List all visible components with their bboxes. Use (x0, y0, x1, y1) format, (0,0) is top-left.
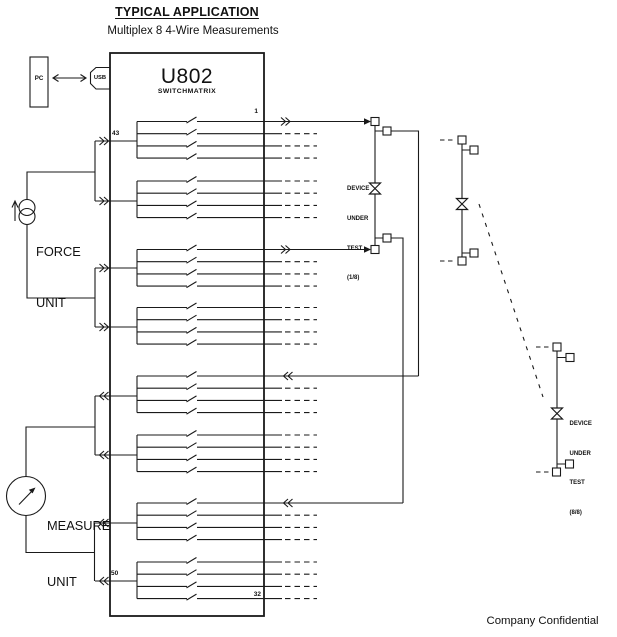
switch-rows (95, 116, 419, 601)
terminal-square (469, 248, 479, 258)
terminal-square (552, 342, 562, 352)
terminal-square (382, 126, 392, 136)
page-title: TYPICAL APPLICATION (115, 5, 259, 19)
pc-label: PC (34, 74, 44, 82)
port-label-32: 32 (253, 591, 261, 598)
port-label-43: 43 (112, 130, 120, 137)
dut-1 (364, 116, 420, 503)
dut-ellipsis-diagonal (478, 203, 544, 398)
dut1-sense-top-wire (375, 130, 420, 376)
meter-needle-icon (18, 489, 34, 505)
arrowhead-icon (364, 246, 371, 253)
dut-8 (536, 342, 575, 477)
dut-element-icon (550, 407, 564, 420)
measure-unit-symbol (5, 426, 95, 554)
terminal-square (457, 256, 467, 266)
unconnected-row-dashes (285, 133, 317, 600)
port-label-50: 50 (111, 570, 119, 577)
terminal-square (457, 135, 467, 145)
dut-2 (440, 135, 479, 266)
switch-row-wires (95, 116, 419, 601)
current-arrow-icon (11, 199, 19, 221)
arrowhead-icon (364, 118, 371, 125)
pc-usb-link (29, 56, 111, 108)
terminal-square (382, 233, 392, 243)
ghost-dashes (536, 346, 549, 473)
page-subtitle: Multiplex 8 4-Wire Measurements (107, 25, 279, 37)
dut1-sense-bottom-wire (375, 237, 404, 503)
dut-8-label: DEVICE UNDER TEST (8/8) (569, 420, 592, 516)
input-buses (93, 141, 96, 581)
usb-connector (89, 66, 111, 90)
usb-label: USB (93, 75, 107, 81)
double-arrow-icon (51, 74, 88, 82)
ghost-dashes (440, 139, 453, 262)
pc-box (29, 56, 49, 108)
footer-text: Company Confidential FixYourBoard.com, L… (486, 614, 599, 627)
chevron-connector-icon (98, 117, 293, 586)
force-unit-symbol (11, 171, 95, 299)
force-unit-label: FORCE UNIT (36, 244, 81, 310)
device-name: U802 (160, 65, 214, 88)
dut-1-label: DEVICE UNDER TEST (1/8) (347, 186, 370, 282)
dut-element-icon (455, 197, 469, 211)
force-wires (26, 171, 95, 299)
terminal-square (370, 244, 380, 255)
u802-box (109, 52, 265, 617)
dut-element-icon (368, 182, 382, 195)
terminal-square (565, 352, 575, 363)
measure-wires (25, 426, 95, 554)
port-label-1: 1 (254, 108, 258, 115)
terminal-square (551, 467, 562, 477)
terminal-square (469, 145, 479, 155)
terminal-square (370, 116, 380, 127)
terminal-square (564, 459, 575, 469)
device-type: SWITCHMATRIX (157, 88, 217, 95)
measure-unit-label: MEASURE UNIT (47, 518, 111, 589)
